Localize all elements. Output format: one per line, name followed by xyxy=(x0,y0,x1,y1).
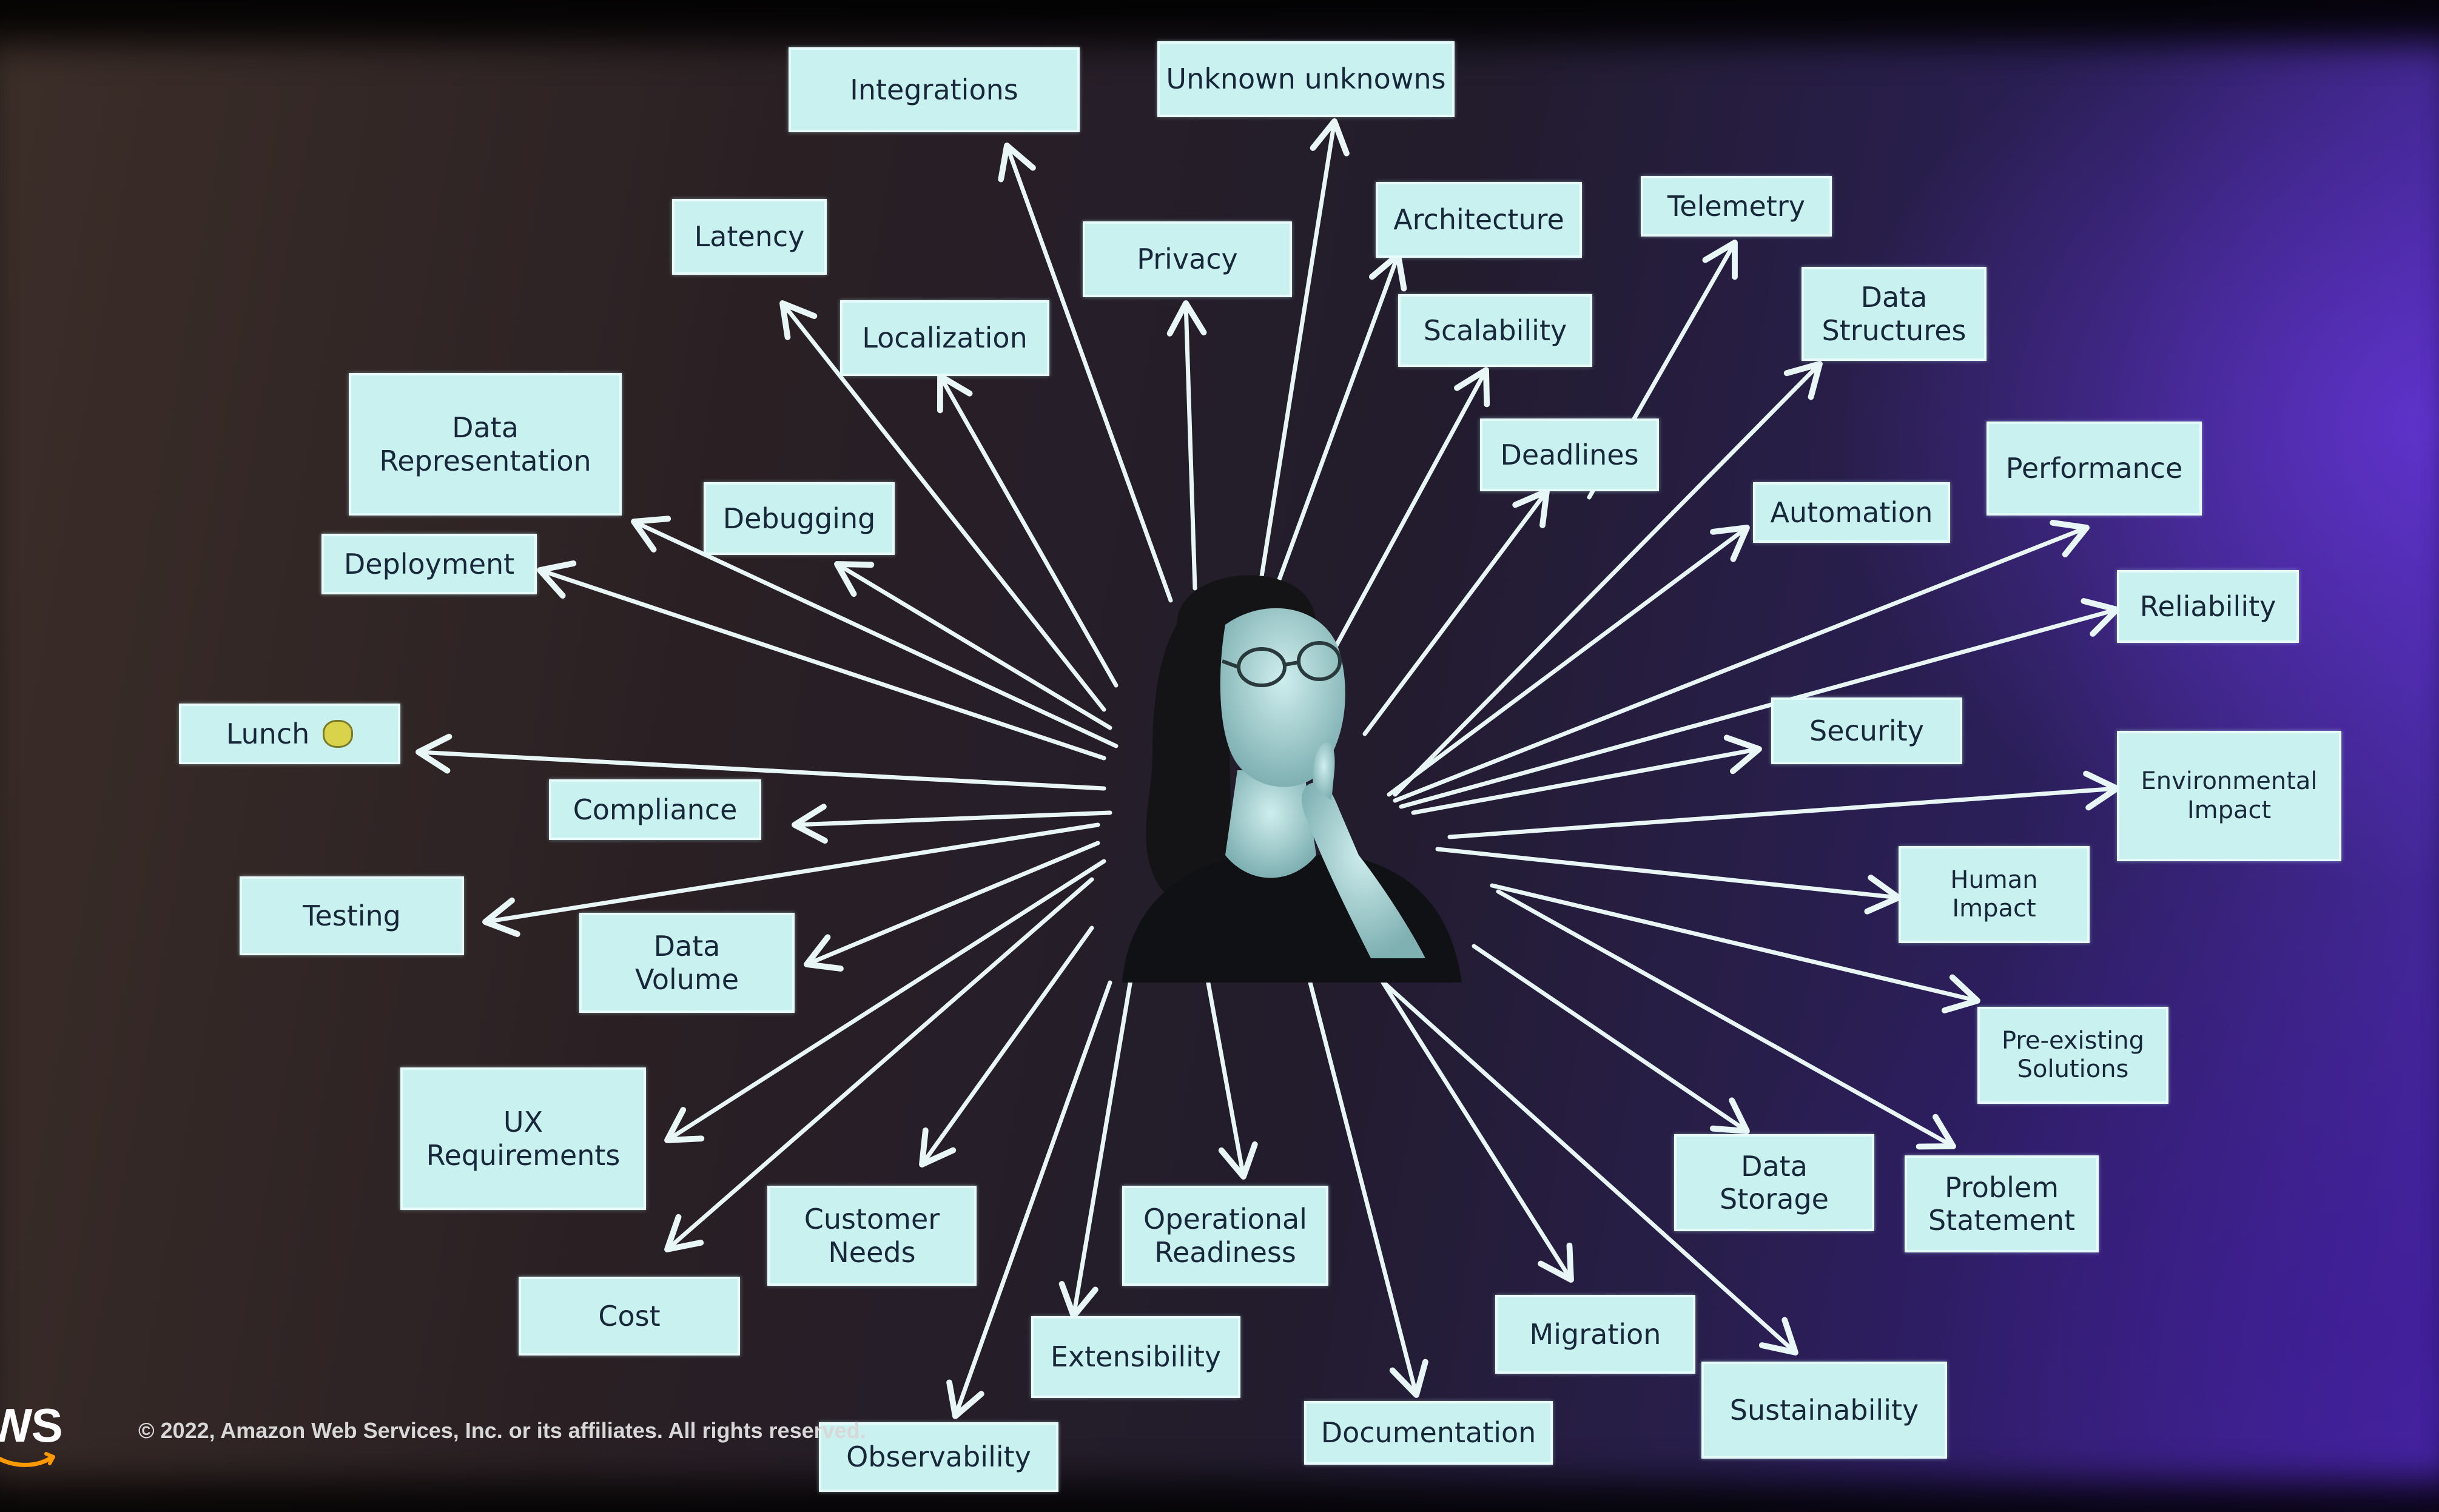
node-lunch: Lunch xyxy=(179,704,400,764)
node-localization: Localization xyxy=(840,300,1049,376)
node-architecture: Architecture xyxy=(1376,182,1582,258)
node-testing: Testing xyxy=(240,876,464,955)
arrow-to-deadlines xyxy=(1362,488,1550,736)
arrow-to-migration xyxy=(1381,980,1574,1283)
arrow-to-environmental-impact xyxy=(1447,770,2120,839)
food-emoji-icon xyxy=(323,720,354,748)
arrow-to-compliance xyxy=(792,804,1112,844)
arrow-to-architecture xyxy=(1271,252,1407,597)
node-sustainability: Sustainability xyxy=(1701,1362,1947,1459)
arrow-to-unknown-unknowns xyxy=(1259,118,1350,579)
node-automation: Automation xyxy=(1753,482,1950,543)
node-scalability: Scalability xyxy=(1398,294,1592,367)
node-pre-existing-solutions: Pre-existing Solutions xyxy=(1977,1007,2168,1104)
node-data-representation: Data Representation xyxy=(349,373,622,516)
node-security: Security xyxy=(1771,697,1962,764)
node-deployment: Deployment xyxy=(321,534,537,594)
copyright-notice: © 2022, Amazon Web Services, Inc. or its… xyxy=(138,1418,866,1443)
node-telemetry: Telemetry xyxy=(1641,176,1832,237)
arrow-to-integrations xyxy=(998,143,1173,603)
node-data-structures: Data Structures xyxy=(1801,267,1987,361)
arrow-to-lunch xyxy=(415,733,1106,791)
arrow-to-data-structures xyxy=(1393,361,1823,797)
arrow-to-testing xyxy=(482,822,1100,937)
node-observability: Observability xyxy=(819,1422,1058,1492)
person-thinking-photo xyxy=(1122,575,1462,983)
arrow-to-cost xyxy=(664,877,1094,1252)
node-customer-needs: Customer Needs xyxy=(767,1186,977,1286)
arrow-to-operational-readiness xyxy=(1205,974,1258,1180)
node-environmental-impact: Environmental Impact xyxy=(2117,731,2341,861)
lunch-label: Lunch xyxy=(226,717,310,750)
node-latency: Latency xyxy=(672,199,827,275)
arrow-to-sustainability xyxy=(1374,974,1798,1356)
arrow-to-data-volume xyxy=(804,841,1100,972)
node-operational-readiness: Operational Readiness xyxy=(1122,1186,1328,1286)
arrow-to-problem-statement xyxy=(1496,889,1956,1150)
node-extensibility: Extensibility xyxy=(1031,1316,1240,1398)
node-data-storage: Data Storage xyxy=(1674,1134,1874,1231)
arrow-to-ux-requirements xyxy=(664,859,1106,1143)
arrow-to-data-representation xyxy=(631,516,1119,748)
node-human-impact: Human Impact xyxy=(1899,846,2090,943)
arrow-to-localization xyxy=(937,373,1119,688)
arrow-to-deployment xyxy=(537,560,1106,761)
arrow-to-debugging xyxy=(834,561,1112,730)
node-unknown-unknowns: Unknown unknowns xyxy=(1157,41,1455,117)
node-debugging: Debugging xyxy=(704,482,895,555)
node-deadlines: Deadlines xyxy=(1480,418,1659,491)
arrow-to-pre-existing-solutions xyxy=(1490,883,1980,1013)
arrow-to-scalability xyxy=(1332,367,1490,651)
node-compliance: Compliance xyxy=(549,779,761,840)
arrow-to-security xyxy=(1411,734,1762,815)
node-data-volume: Data Volume xyxy=(579,913,795,1013)
arrow-to-documentation xyxy=(1308,980,1428,1398)
node-integrations: Integrations xyxy=(789,47,1080,132)
aws-logo-icon: WS xyxy=(0,1398,73,1471)
arrow-to-latency xyxy=(779,300,1106,712)
node-privacy: Privacy xyxy=(1083,221,1292,297)
node-ux-requirements: UX Requirements xyxy=(400,1067,646,1210)
node-cost: Cost xyxy=(519,1277,740,1356)
node-problem-statement: Problem Statement xyxy=(1905,1155,2099,1252)
arrow-to-customer-needs xyxy=(919,926,1094,1168)
node-documentation: Documentation xyxy=(1304,1401,1553,1465)
arrow-to-performance xyxy=(1393,520,2090,803)
arrow-to-automation xyxy=(1387,525,1750,797)
arrow-to-extensibility xyxy=(1058,974,1134,1319)
node-performance: Performance xyxy=(1987,422,2202,516)
arrow-to-privacy xyxy=(1166,300,1207,591)
arrow-to-human-impact xyxy=(1435,847,1902,915)
node-migration: Migration xyxy=(1495,1295,1695,1374)
arrow-to-reliability xyxy=(1399,598,2120,809)
arrow-to-data-storage xyxy=(1472,944,1750,1134)
arrow-to-observability xyxy=(946,980,1112,1419)
node-reliability: Reliability xyxy=(2117,570,2299,643)
